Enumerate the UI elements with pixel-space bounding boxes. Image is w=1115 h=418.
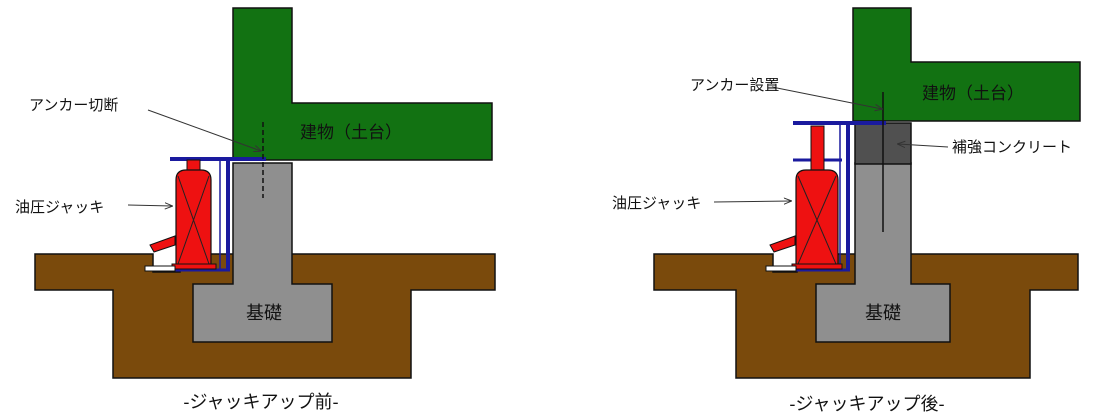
caption-before: -ジャッキアップ前- <box>183 392 338 413</box>
foundation-label-after: 基礎 <box>865 303 901 324</box>
jack-label-before: 油圧ジャッキ <box>15 198 104 216</box>
reinforcement-label: 補強コンクリート <box>952 138 1072 156</box>
panel-before: アンカー切断 油圧ジャッキ 建物（土台） 基礎 -ジャッキアップ前- <box>15 7 496 413</box>
panel-after: アンカー設置 補強コンクリート 油圧ジャッキ 建物（土台） 基礎 -ジャッキアッ… <box>612 7 1081 415</box>
foundation-after <box>815 162 951 343</box>
building-label-after: 建物（土台） <box>922 84 1024 104</box>
support-frame-before <box>170 157 266 272</box>
hydraulic-jack-before <box>144 159 217 272</box>
hydraulic-jack-after <box>765 125 843 272</box>
foundation-before <box>192 162 333 343</box>
anchor-leader-after <box>771 86 882 109</box>
anchor-label-before: アンカー切断 <box>29 96 118 114</box>
building-label-before: 建物（土台） <box>300 123 402 143</box>
jack-label-after: 油圧ジャッキ <box>612 194 701 212</box>
jack-leader-after <box>713 201 791 202</box>
jack-leader-before <box>127 205 172 206</box>
anchor-label-after: アンカー設置 <box>690 76 779 94</box>
reinforcement-leader <box>898 144 949 147</box>
foundation-label-before: 基礎 <box>246 303 282 324</box>
building-after <box>852 7 1081 122</box>
anchor-leader-before <box>147 109 261 151</box>
caption-after: -ジャッキアップ後- <box>789 394 944 415</box>
